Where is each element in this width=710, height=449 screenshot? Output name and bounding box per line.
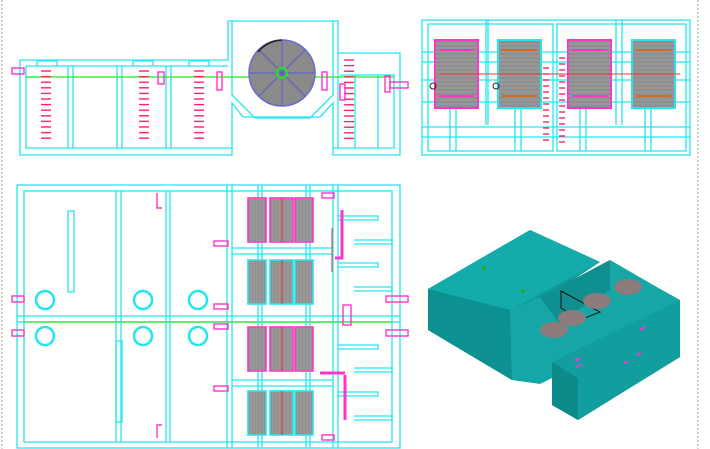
tank-manhole xyxy=(34,325,56,347)
tank-manhole xyxy=(34,289,56,311)
isometric-3d-view xyxy=(428,230,680,420)
tank-manhole xyxy=(187,325,209,347)
elevation-view xyxy=(421,19,691,156)
tank-manhole xyxy=(132,289,154,311)
tank-manhole xyxy=(187,289,209,311)
plan-view xyxy=(11,184,409,449)
tank-manhole xyxy=(132,325,154,347)
rotating-disc xyxy=(248,39,316,107)
section-view xyxy=(11,20,409,156)
